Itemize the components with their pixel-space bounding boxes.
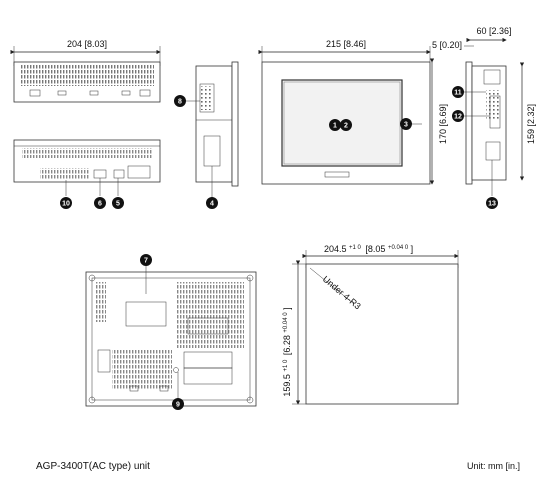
side-height-label: 159 [2.32] — [526, 104, 536, 144]
cutout-width-in: [8.05 — [365, 244, 385, 254]
svg-text:11: 11 — [454, 90, 462, 97]
rear-view — [85, 266, 257, 407]
callout-6: 6 — [94, 197, 106, 209]
side-view-right: 60 [2.36] 5 [0.20] 159 [2.32] — [432, 26, 536, 196]
side-view-left — [195, 61, 239, 198]
panel-cutout: 204.5 +1 0 [8.05 +0.04 0 ] 159.5 +1 0 [6… — [279, 241, 459, 405]
cutout-height-tol: +1 0 — [283, 359, 289, 372]
callout-12: 12 — [452, 110, 464, 122]
cutout-width-in-tol: +0.04 0 — [388, 245, 409, 251]
callout-9: 9 — [172, 398, 184, 410]
cutout-height-label: 159.5 — [282, 374, 292, 397]
callout-11: 11 — [452, 86, 464, 98]
cutout-width-label: 204.5 — [324, 244, 347, 254]
svg-text:3: 3 — [404, 122, 408, 129]
svg-text:12: 12 — [454, 114, 462, 121]
callout-10: 10 — [60, 197, 72, 209]
bottom-view — [13, 139, 161, 196]
callout-1: 1 — [329, 119, 341, 131]
svg-text:6: 6 — [98, 201, 102, 208]
svg-text:1: 1 — [333, 123, 337, 130]
svg-text:5: 5 — [116, 201, 120, 208]
front-height-label: 170 [6.69] — [438, 104, 448, 144]
callout-8: 8 — [174, 95, 186, 107]
callout-5: 5 — [112, 197, 124, 209]
callout-3: 3 — [400, 118, 412, 130]
front-view: 215 [8.46] 170 [6.69] — [258, 39, 448, 185]
svg-text:2: 2 — [344, 123, 348, 130]
callout-2: 2 — [340, 119, 352, 131]
front-width-label: 215 [8.46] — [326, 39, 366, 49]
svg-text:13: 13 — [488, 201, 496, 208]
svg-text:7: 7 — [144, 258, 148, 265]
svg-text:9: 9 — [176, 402, 180, 409]
unit-note: Unit: mm [in.] — [466, 461, 520, 471]
depth-label: 60 [2.36] — [476, 26, 511, 36]
svg-text:8: 8 — [178, 99, 182, 106]
callout-7: 7 — [140, 254, 152, 266]
callout-13: 13 — [486, 197, 498, 209]
callout-4: 4 — [206, 197, 218, 209]
cutout-width-tol: +1 0 — [349, 245, 362, 251]
cutout-height-in-tol: +0.04 0 — [283, 312, 289, 333]
top-width-label: 204 [8.03] — [67, 39, 107, 49]
bezel-label: 5 [0.20] — [432, 40, 462, 50]
top-view: 204 [8.03] — [10, 39, 161, 103]
svg-text:10: 10 — [62, 201, 70, 208]
svg-text:204.5 +1 0 [8.05: 204.5 +1 0 [8.05 +0.04 0 ] — [324, 241, 413, 254]
cutout-height-in: [6.28 — [282, 335, 292, 355]
svg-text:4: 4 — [210, 201, 214, 208]
figure-caption: AGP-3400T(AC type) unit — [36, 461, 150, 472]
svg-text:159.5 +1 0 [6.28: 159.5 +1 0 [6.28 +0.04 0 ] — [279, 307, 292, 396]
